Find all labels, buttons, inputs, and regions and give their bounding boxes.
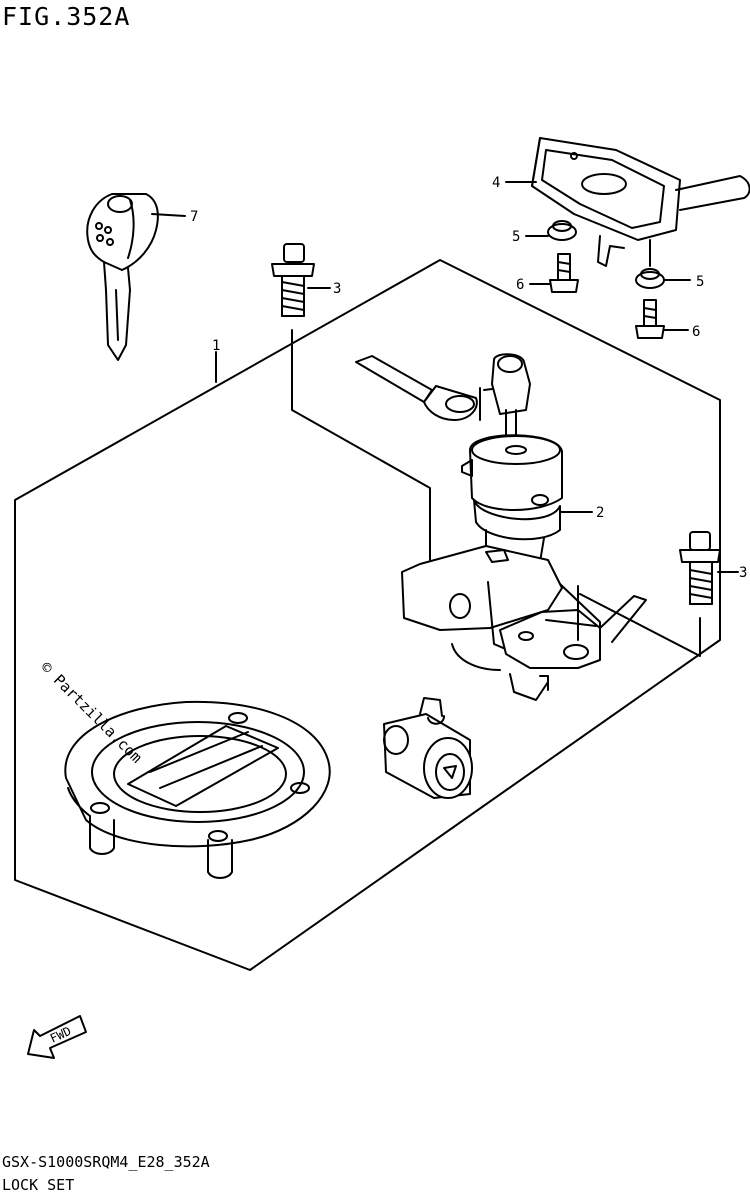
callout-5-upper: 5 — [512, 229, 520, 245]
screw-upper — [529, 253, 579, 293]
fuel-cap-ring — [64, 700, 331, 879]
callout-3-right: 3 — [739, 565, 747, 581]
nut-upper — [525, 220, 577, 241]
callout-6-lower: 6 — [692, 324, 700, 340]
fwd-arrow-icon — [27, 1015, 87, 1059]
callout-6-upper: 6 — [516, 277, 524, 293]
nut-lower — [635, 239, 691, 289]
bolt-right — [579, 531, 739, 657]
callout-2: 2 — [596, 505, 604, 521]
model-code: GSX-S1000SRQM4_E28_352A — [2, 1153, 210, 1171]
callout-4: 4 — [492, 175, 500, 191]
screw-lower — [635, 299, 689, 339]
section-name: LOCK SET — [2, 1176, 75, 1194]
ignition-key — [86, 193, 186, 361]
callout-5-lower: 5 — [696, 274, 704, 290]
callout-7: 7 — [190, 209, 198, 225]
seat-lock-cover — [505, 137, 750, 267]
callout-1: 1 — [212, 338, 220, 354]
figure-title: FIG.352A — [2, 2, 131, 31]
ignition-switch — [355, 353, 647, 701]
lock-cylinder — [383, 697, 473, 799]
lock-set-outline — [14, 259, 721, 971]
callout-3-upper: 3 — [333, 281, 341, 297]
bolt-upper — [271, 243, 431, 561]
